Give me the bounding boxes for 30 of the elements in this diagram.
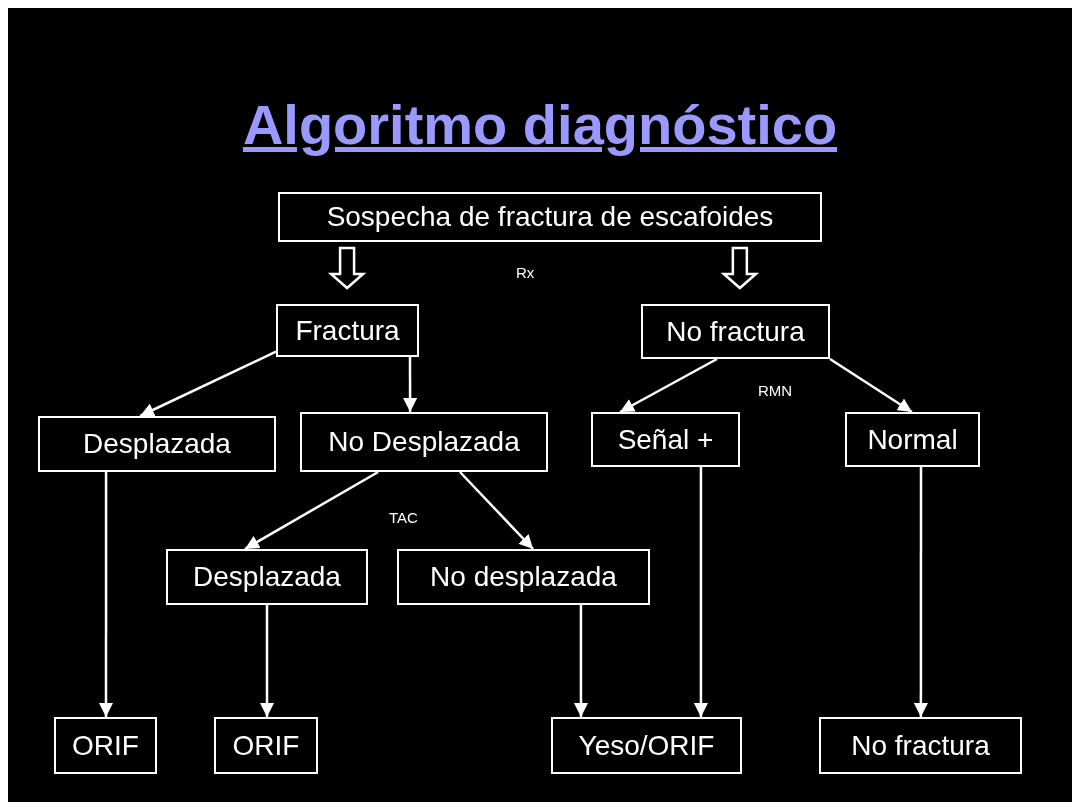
arrow [459,471,534,550]
process-box: Desplazada [38,416,276,472]
block-arrow [720,246,760,290]
arrow [619,357,718,414]
process-box: No fractura [641,304,830,359]
slide-title: Algoritmo diagnóstico [241,92,839,157]
process-box: Yeso/ORIF [551,717,742,774]
block-arrow [327,246,367,290]
process-box: Sospecha de fractura de escafoides [278,192,822,242]
arrow [99,472,113,717]
process-box: Señal + [591,412,740,467]
arrow [829,357,913,414]
process-box: Fractura [276,304,419,357]
arrow [260,605,275,717]
note-text: RMN [758,382,793,399]
arrow [244,470,379,551]
arrow [574,605,588,717]
arrow [913,467,928,717]
process-box: Desplazada [166,549,368,605]
note-text: Rx [516,264,535,281]
arrow [693,467,708,717]
note-text: TAC [389,509,418,526]
process-box: No desplazada [397,549,650,605]
arrow [139,350,277,418]
arrow [403,357,418,412]
process-box: No fractura [819,717,1022,774]
process-box: No Desplazada [300,412,548,472]
process-box: ORIF [214,717,318,774]
process-box: ORIF [54,717,157,774]
process-box: Normal [845,412,980,467]
